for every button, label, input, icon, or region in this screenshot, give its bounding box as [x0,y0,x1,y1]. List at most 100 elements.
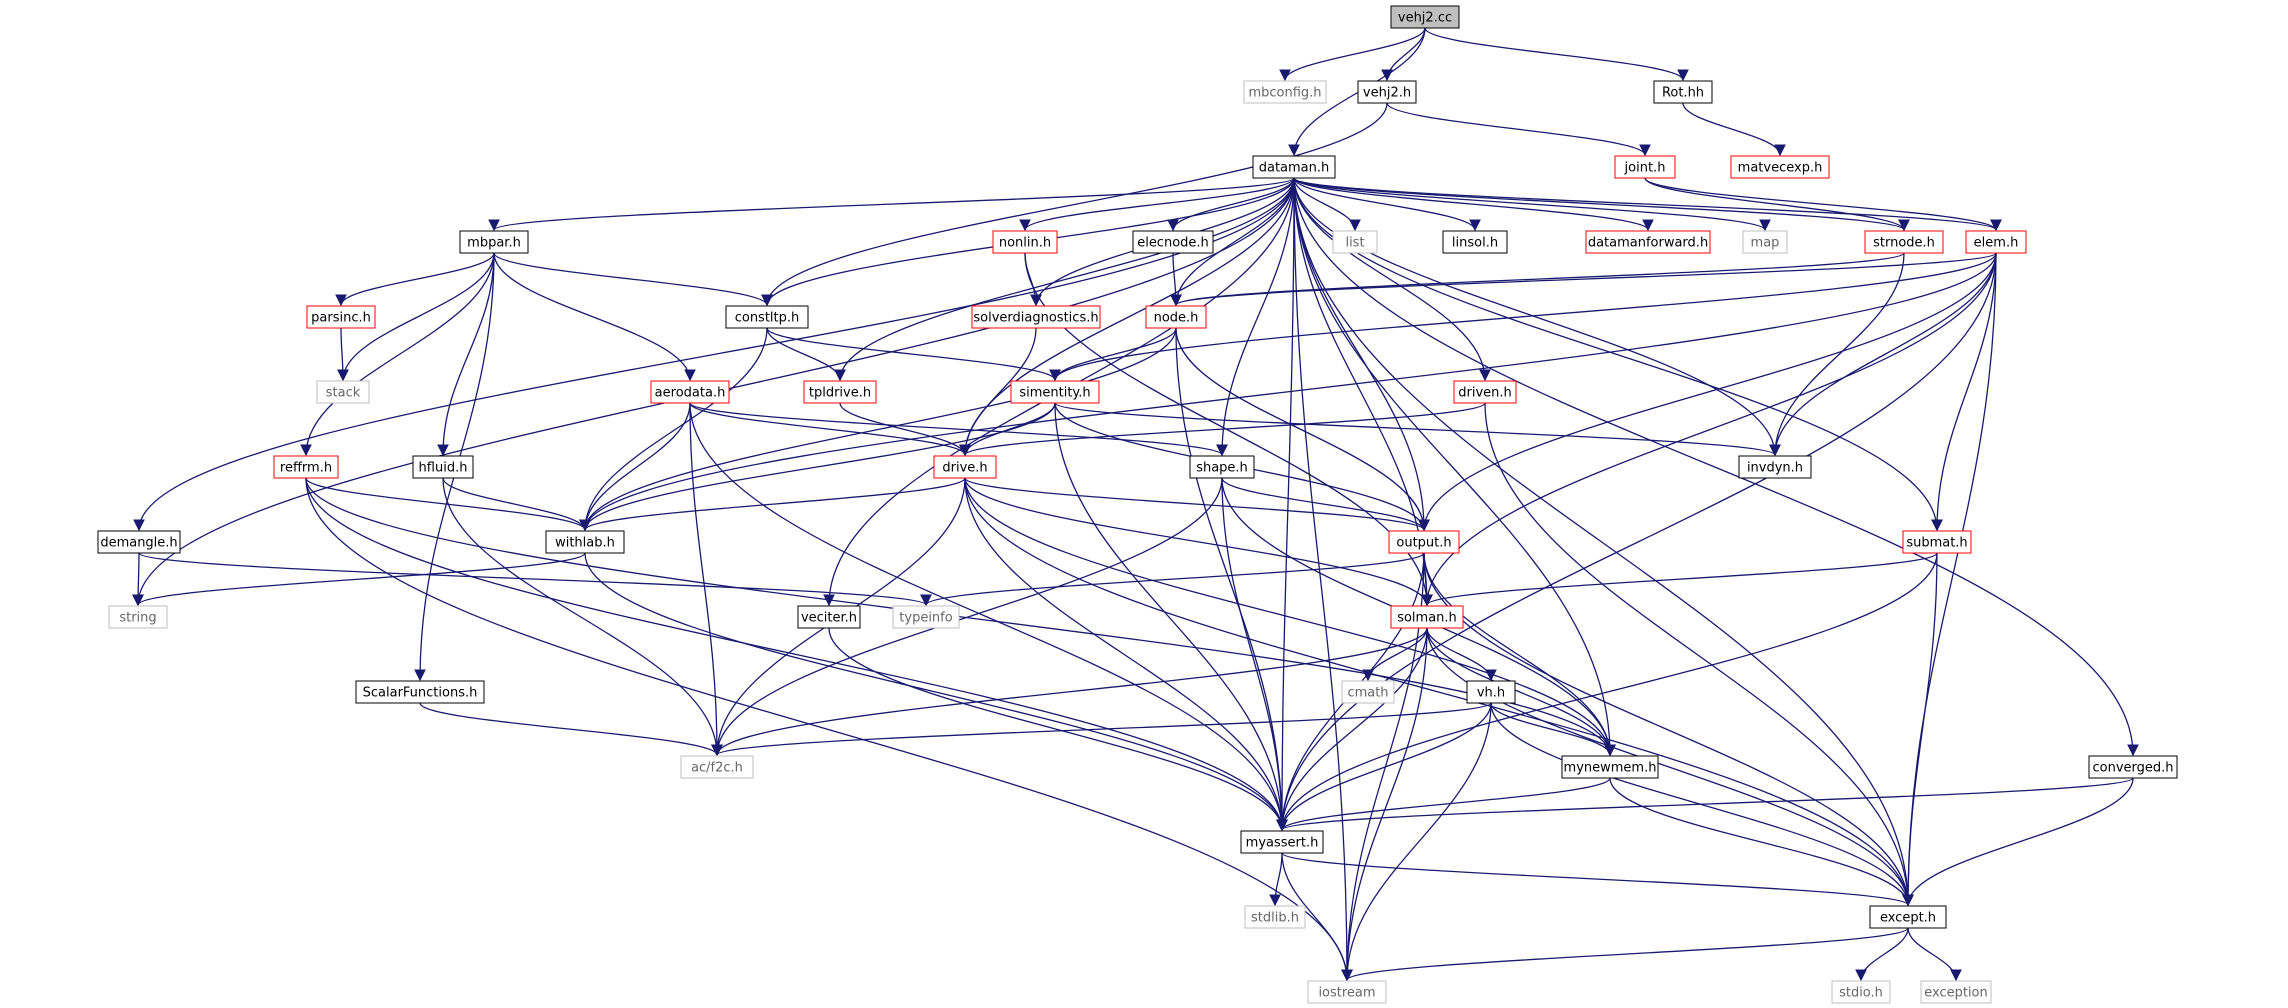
node-except[interactable]: except.h [1869,905,1947,929]
node-list: list [1332,230,1378,254]
node-box-datamanforward [1585,230,1711,254]
node-submat[interactable]: submat.h [1902,530,1972,554]
node-box-acf2c [680,755,754,779]
node-box-roth [1653,80,1713,104]
edge-output-to-except [1423,552,1914,907]
node-label-shape: shape.h [1196,461,1248,476]
node-label-reffrm: reffrm.h [280,461,332,476]
node-matvecexp[interactable]: matvecexp.h [1730,155,1830,179]
node-elem[interactable]: elem.h [1965,230,2027,254]
edge-mbpar-to-hfluid [437,252,495,457]
node-exception: exception [1920,980,1992,1004]
node-withlab[interactable]: withlab.h [545,530,625,554]
edge-constltp-to-tpldrive [766,327,846,382]
node-box-except [1869,905,1947,929]
edge-node-to-output [1175,327,1430,532]
node-linsol[interactable]: linsol.h [1442,230,1508,254]
node-label-invdyn: invdyn.h [1747,461,1803,476]
node-mynewmem[interactable]: mynewmem.h [1561,755,1659,779]
node-node[interactable]: node.h [1145,305,1207,329]
node-veciter[interactable]: veciter.h [797,605,861,629]
edge-solman-to-myassert [1276,627,1428,832]
node-label-demangle: demangle.h [100,536,177,551]
node-box-reffrm [273,455,339,479]
edge-solman-to-mynewmem [1426,627,1616,757]
node-box-vehj2cc [1390,5,1460,29]
node-label-solverdiag: solverdiagnostics.h [973,311,1098,326]
node-vehj2cc: vehj2.cc [1390,5,1460,29]
node-hfluid[interactable]: hfluid.h [412,455,474,479]
edge-vh-to-mynewmem [1490,702,1616,757]
node-label-converged: converged.h [2092,761,2173,776]
edge-roth-to-matvecexp [1682,102,1786,157]
node-myassert[interactable]: myassert.h [1240,830,1324,854]
node-box-joint [1614,155,1676,179]
node-reffrm[interactable]: reffrm.h [273,455,339,479]
edge-joint-to-elem [1644,177,2002,232]
node-label-stack: stack [326,386,361,401]
edge-simentity-to-myassert [1054,402,1288,832]
node-vh[interactable]: vh.h [1466,680,1516,704]
edge-mbpar-to-aerodata [493,252,696,382]
node-nonlin[interactable]: nonlin.h [992,230,1058,254]
node-output[interactable]: output.h [1388,530,1460,554]
edge-solman-to-vh [1426,627,1497,682]
edge-simentity-to-invdyn [1054,402,1781,457]
node-vehj2h[interactable]: vehj2.h [1357,80,1417,104]
node-elecnode[interactable]: elecnode.h [1132,230,1214,254]
node-label-drive: drive.h [942,461,987,476]
edge-dataman-to-mynewmem [1293,177,1616,757]
node-datamanforward[interactable]: datamanforward.h [1585,230,1711,254]
node-parsinc[interactable]: parsinc.h [306,305,376,329]
node-strnode[interactable]: strnode.h [1864,230,1944,254]
node-label-dataman: dataman.h [1259,161,1330,176]
node-label-constltp: constltp.h [735,311,800,326]
node-drive[interactable]: drive.h [933,455,997,479]
node-aerodata[interactable]: aerodata.h [650,380,730,404]
node-scalarfn[interactable]: ScalarFunctions.h [355,680,485,704]
edge-drive-to-solman [964,477,1433,607]
edge-dataman-to-linsol [1293,177,1481,232]
node-mbpar[interactable]: mbpar.h [459,230,529,254]
node-shape[interactable]: shape.h [1189,455,1255,479]
node-box-vh [1466,680,1516,704]
edge-shape-to-acf2c [711,477,1223,757]
edge-shape-to-myassert [1221,477,1288,832]
node-label-datamanforward: datamanforward.h [1588,236,1708,251]
node-box-stdlib [1244,905,1306,929]
edge-driven-to-except [1484,402,1914,907]
node-solman[interactable]: solman.h [1390,605,1464,629]
node-label-driven: driven.h [1458,386,1512,401]
node-solverdiag[interactable]: solverdiagnostics.h [971,305,1101,329]
node-driven[interactable]: driven.h [1453,380,1517,404]
node-label-stdio: stdio.h [1839,986,1883,1001]
node-simentity[interactable]: simentity.h [1010,380,1100,404]
node-label-vh: vh.h [1477,686,1505,701]
node-converged[interactable]: converged.h [2088,755,2178,779]
node-demangle[interactable]: demangle.h [97,530,181,554]
edge-dataman-to-iostream [1293,177,1353,982]
node-tpldrive[interactable]: tpldrive.h [803,380,877,404]
edge-solverdiag-to-drive [959,327,1037,457]
node-invdyn[interactable]: invdyn.h [1738,455,1812,479]
node-joint[interactable]: joint.h [1614,155,1676,179]
node-box-elecnode [1132,230,1214,254]
node-box-shape [1189,455,1255,479]
node-label-string: string [119,611,156,626]
edge-myassert-to-except [1281,852,1914,907]
node-label-mynewmem: mynewmem.h [1564,761,1657,776]
edge-submat-to-solman [1421,552,1938,607]
node-iostream: iostream [1307,980,1387,1004]
node-label-exception: exception [1924,986,1988,1001]
node-roth[interactable]: Rot.hh [1653,80,1713,104]
edge-hfluid-to-acf2c [442,477,723,757]
edge-drive-to-except [964,477,1914,907]
node-box-list [1332,230,1378,254]
node-label-strnode: strnode.h [1873,236,1935,251]
edge-myassert-to-stdlib [1269,852,1283,907]
node-constltp[interactable]: constltp.h [725,305,809,329]
node-dataman[interactable]: dataman.h [1252,155,1336,179]
edge-drive-to-mynewmem [964,477,1616,757]
edge-dataman-to-except [1293,177,1914,907]
node-box-submat [1902,530,1972,554]
